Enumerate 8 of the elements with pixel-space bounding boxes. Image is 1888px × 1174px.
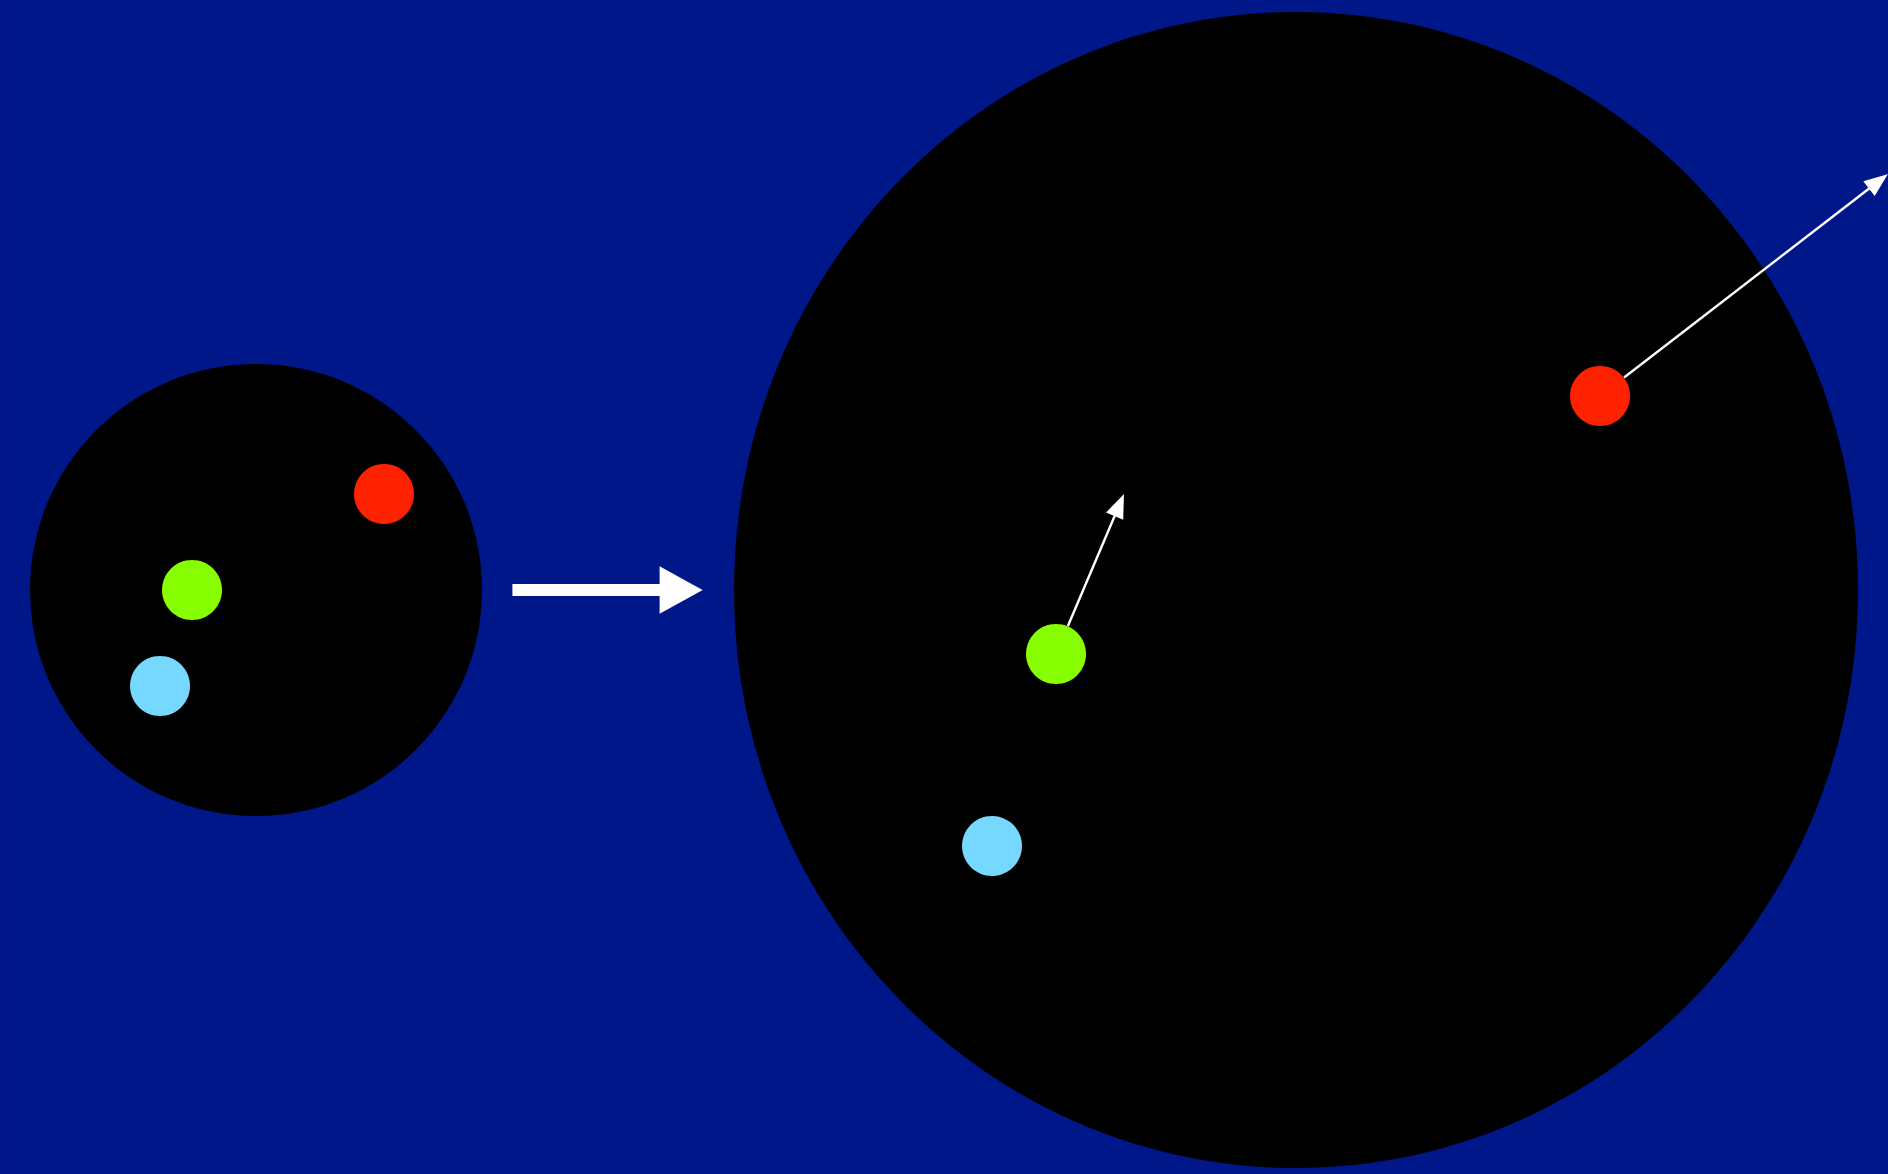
dot xyxy=(354,464,414,524)
dot xyxy=(1570,366,1630,426)
dot xyxy=(130,656,190,716)
small-circle xyxy=(30,364,482,816)
dot xyxy=(162,560,222,620)
dot xyxy=(1026,624,1086,684)
dot xyxy=(962,816,1022,876)
large-circle xyxy=(734,12,1859,1168)
